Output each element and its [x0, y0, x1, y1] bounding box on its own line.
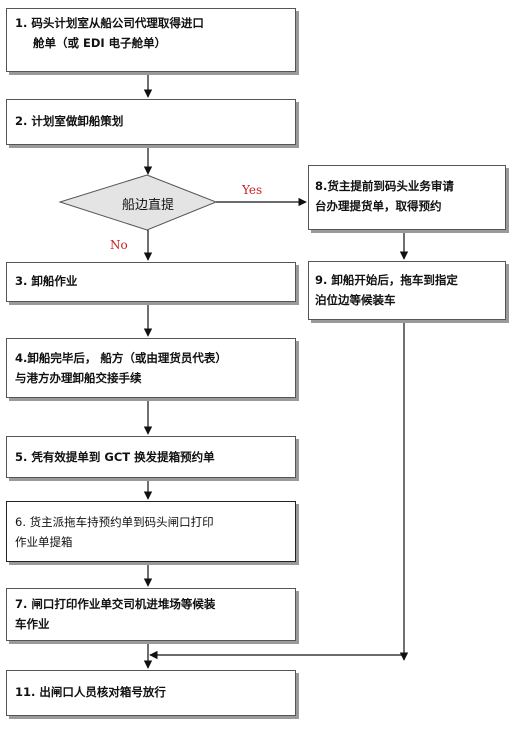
step-5-text: 5. 凭有效提单到 GCT 换发提箱预约单 [15, 450, 215, 464]
decision-yes-label: Yes [242, 183, 263, 197]
step-11-box: 11. 出闸口人员核对箱号放行 [6, 670, 296, 716]
step-8-line2: 台办理提货单，取得预约 [315, 199, 442, 213]
step-2-text: 2. 计划室做卸船策划 [15, 114, 124, 128]
step-3-box: 3. 卸船作业 [6, 262, 296, 302]
step-9-line1: 9. 卸船开始后，拖车到指定 [315, 273, 458, 287]
step-6-line1: 6. 货主派拖车持预约单到码头闸口打印 [15, 515, 214, 529]
step-1-line1: 1. 码头计划室从船公司代理取得进口 [15, 16, 204, 30]
step-9-line2: 泊位边等候装车 [315, 293, 396, 307]
step-1-line2: 舱单（或 EDI 电子舱单） [33, 36, 167, 50]
step-4-line1: 4.卸船完毕后， 船方（或由理货员代表） [15, 351, 227, 365]
decision-no-label: No [110, 238, 128, 252]
step-7-box: 7. 闸口打印作业单交司机进堆场等候装 车作业 [6, 588, 296, 641]
step-7-line2: 车作业 [15, 617, 50, 631]
step-1-box: 1. 码头计划室从船公司代理取得进口 舱单（或 EDI 电子舱单） [6, 8, 296, 72]
decision-label: 船边直提 [121, 198, 174, 213]
step-9-box: 9. 卸船开始后，拖车到指定 泊位边等候装车 [308, 261, 506, 320]
step-8-line1: 8.货主提前到码头业务审请 [315, 179, 454, 193]
step-6-line2: 作业单提箱 [15, 535, 73, 549]
step-11-text: 11. 出闸口人员核对箱号放行 [15, 685, 166, 699]
step-6-box: 6. 货主派拖车持预约单到码头闸口打印 作业单提箱 [6, 501, 296, 562]
step-4-box: 4.卸船完毕后， 船方（或由理货员代表） 与港方办理卸船交接手续 [6, 338, 296, 398]
step-8-box: 8.货主提前到码头业务审请 台办理提货单，取得预约 [308, 165, 506, 230]
step-4-line2: 与港方办理卸船交接手续 [15, 371, 142, 385]
step-2-box: 2. 计划室做卸船策划 [6, 99, 296, 145]
step-7-line1: 7. 闸口打印作业单交司机进堆场等候装 [15, 597, 216, 611]
step-3-text: 3. 卸船作业 [15, 274, 78, 288]
step-5-box: 5. 凭有效提单到 GCT 换发提箱预约单 [6, 436, 296, 478]
decision-diamond [58, 174, 218, 231]
